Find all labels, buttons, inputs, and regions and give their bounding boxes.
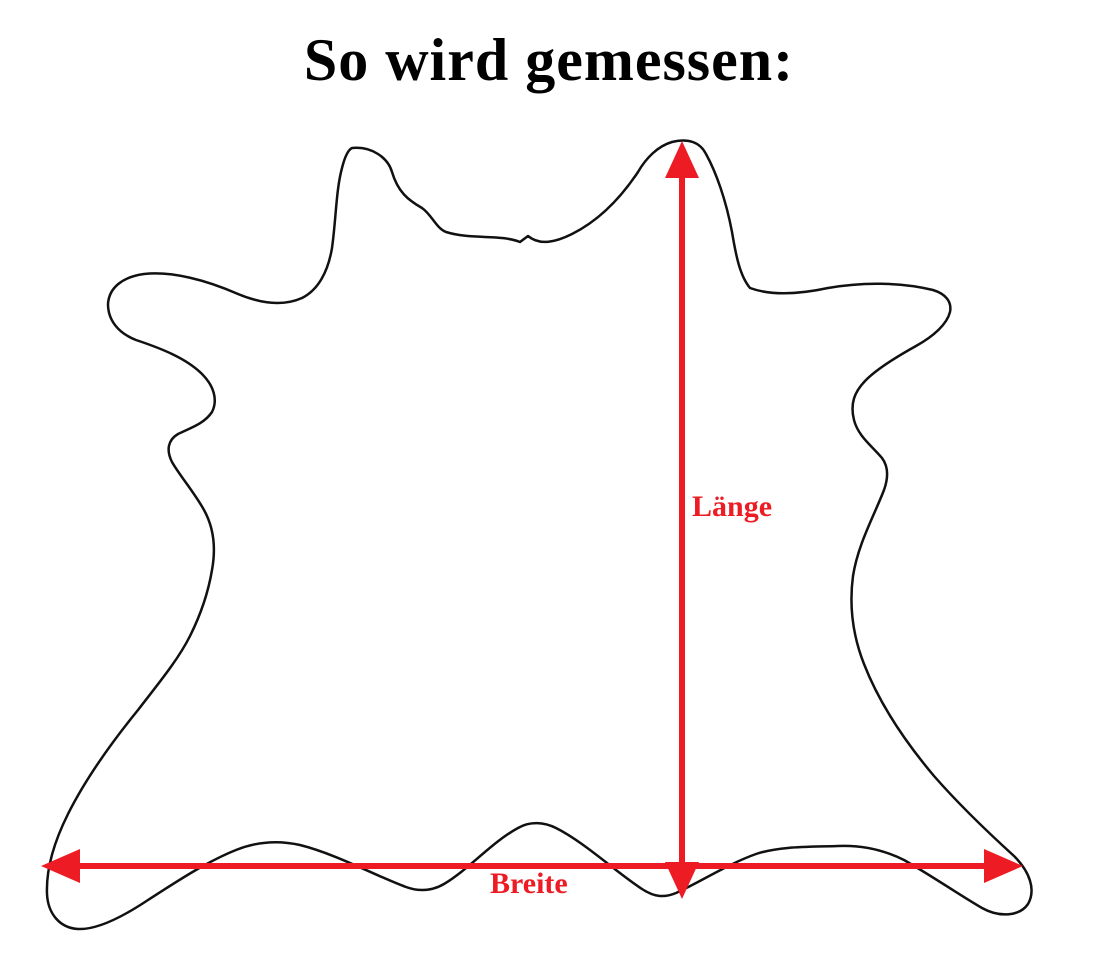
length-arrow-head-top xyxy=(665,141,699,178)
length-arrow-head-bottom xyxy=(665,862,699,899)
diagram-title: So wird gemessen: xyxy=(303,27,795,93)
width-arrow xyxy=(41,849,1023,883)
width-label: Breite xyxy=(490,867,568,900)
length-arrow xyxy=(665,141,699,899)
width-arrow-head-right xyxy=(984,849,1023,883)
hide-outline xyxy=(45,139,1033,931)
length-label: Länge xyxy=(692,490,772,523)
width-arrow-head-left xyxy=(41,849,80,883)
